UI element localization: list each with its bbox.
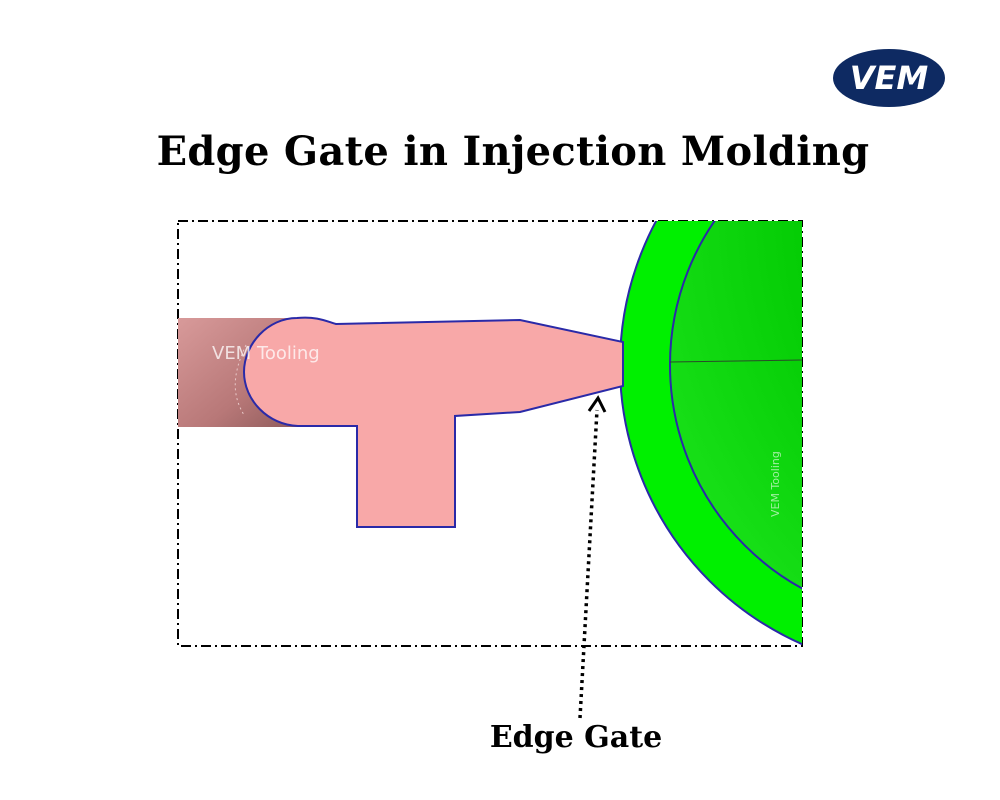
callout-arrow-line [578,409,599,719]
watermark-runner: VEM Tooling [212,343,320,364]
logo-text: VEM [850,59,929,97]
molded-part-inner [669,221,802,590]
vem-logo: VEM [833,49,945,107]
runner-and-gate [242,316,624,528]
runner-faint-arc [234,344,247,416]
diagram-frame [177,220,803,647]
page-title: Edge Gate in Injection Molding [156,128,870,175]
callout-arrowhead [587,395,607,413]
edge-gate-label: Edge Gate [489,720,663,755]
part-seam-line [669,359,802,363]
watermark-part: VEM Tooling [769,451,782,517]
